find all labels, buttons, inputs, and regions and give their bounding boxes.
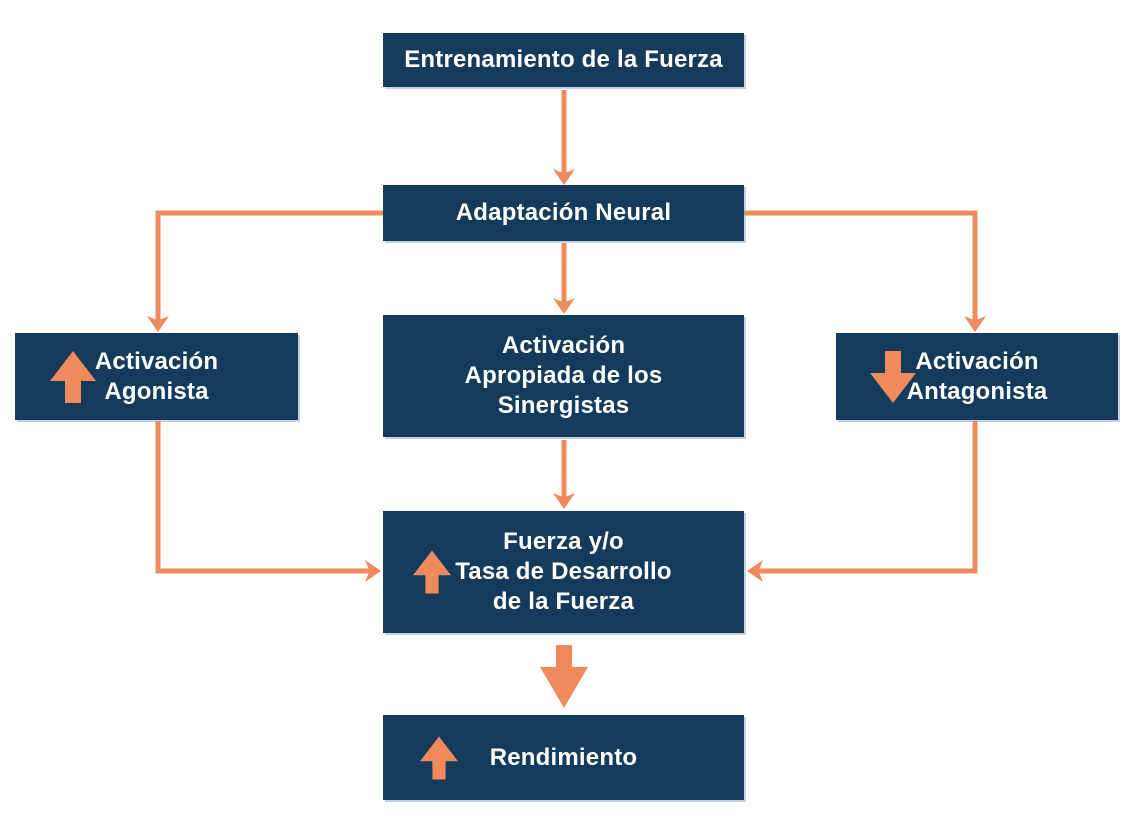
up-arrow-icon (420, 734, 458, 782)
connector-antagonista-fuerza (747, 421, 978, 582)
node-label-rendimiento: Rendimiento (489, 743, 638, 771)
up-arrow-icon (413, 548, 451, 596)
node-antagonista: Activación Antagonista (836, 333, 1118, 420)
node-entrenamiento: Entrenamiento de la Fuerza (383, 33, 744, 87)
connector-agonista-fuerza (155, 421, 381, 582)
node-label-adaptacion: Adaptación Neural (455, 199, 672, 226)
node-fuerza: Fuerza y/o Tasa de Desarrollo de la Fuer… (383, 511, 744, 633)
connector-adaptacion-agonista (147, 210, 384, 332)
big-down-arrow-icon (540, 645, 588, 708)
node-adaptacion: Adaptación Neural (383, 185, 744, 241)
node-sinergistas: Activación Apropiada de los Sinergistas (383, 315, 744, 437)
connector-adaptacion-antagonista (744, 210, 986, 332)
down-arrow-icon (870, 350, 916, 403)
node-label-sinergistas: Activación Apropiada de los Sinergistas (464, 332, 663, 419)
node-rendimiento: Rendimiento (383, 715, 744, 800)
up-arrow-icon (50, 350, 96, 403)
node-label-agonista: Activación Agonista (94, 347, 219, 405)
node-label-entrenamiento: Entrenamiento de la Fuerza (404, 46, 723, 73)
node-agonista: Activación Agonista (15, 333, 298, 420)
node-label-antagonista: Activación Antagonista (906, 347, 1048, 405)
node-label-fuerza: Fuerza y/o Tasa de Desarrollo de la Fuer… (455, 528, 672, 615)
